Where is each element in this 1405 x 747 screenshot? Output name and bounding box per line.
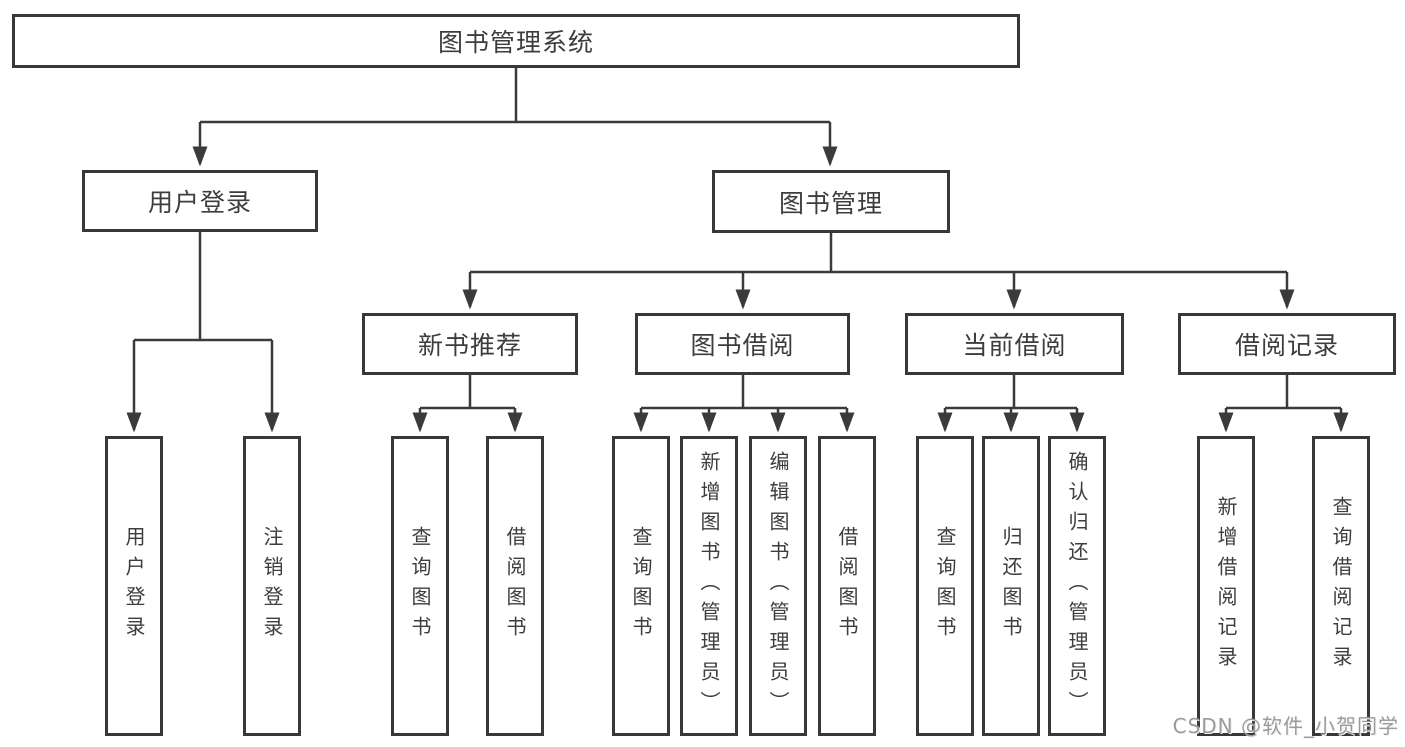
node-borrowing-records: 借阅记录 bbox=[1178, 313, 1396, 375]
leaf-label: 查询借阅记录 bbox=[1329, 496, 1353, 676]
node-book-borrowing: 图书借阅 bbox=[635, 313, 850, 375]
leaf-query-books-current: 查询图书 bbox=[916, 436, 974, 736]
leaf-label: 新增借阅记录 bbox=[1214, 496, 1238, 676]
node-label: 图书借阅 bbox=[690, 331, 795, 360]
leaf-label: 借阅图书 bbox=[503, 526, 527, 646]
leaf-user-login: 用户登录 bbox=[105, 436, 163, 736]
leaf-confirm-return-admin: 确认归还（管理员） bbox=[1048, 436, 1106, 736]
leaf-label: 用户登录 bbox=[122, 526, 146, 646]
node-library-system: 图书管理系统 bbox=[12, 14, 1020, 68]
leaf-add-borrow-record: 新增借阅记录 bbox=[1197, 436, 1255, 736]
node-label: 图书管理系统 bbox=[437, 28, 594, 57]
leaf-logout: 注销登录 bbox=[243, 436, 301, 736]
node-label: 当前借阅 bbox=[962, 331, 1067, 360]
leaf-add-book-admin: 新增图书（管理员） bbox=[680, 436, 738, 736]
node-book-management: 图书管理 bbox=[712, 170, 950, 233]
leaf-label: 查询图书 bbox=[408, 526, 432, 646]
leaf-edit-book-admin: 编辑图书（管理员） bbox=[749, 436, 807, 736]
leaf-borrow-books: 借阅图书 bbox=[818, 436, 876, 736]
leaf-label: 新增图书（管理员） bbox=[697, 451, 721, 721]
node-label: 图书管理 bbox=[778, 188, 883, 218]
leaf-label: 查询图书 bbox=[933, 526, 957, 646]
leaf-label: 注销登录 bbox=[260, 526, 284, 646]
leaf-return-books: 归还图书 bbox=[982, 436, 1040, 736]
leaf-query-books-borrow: 查询图书 bbox=[612, 436, 670, 736]
leaf-label: 编辑图书（管理员） bbox=[766, 451, 790, 721]
leaf-query-borrow-record: 查询借阅记录 bbox=[1312, 436, 1370, 736]
leaf-borrow-books-rec: 借阅图书 bbox=[486, 436, 544, 736]
node-current-borrowing: 当前借阅 bbox=[905, 313, 1124, 375]
watermark: CSDN @软件_小贺同学 bbox=[1172, 714, 1399, 738]
leaf-query-books-rec: 查询图书 bbox=[391, 436, 449, 736]
leaf-label: 查询图书 bbox=[629, 526, 653, 646]
node-label: 用户登录 bbox=[147, 188, 252, 217]
node-user-login: 用户登录 bbox=[82, 170, 318, 232]
leaf-label: 借阅图书 bbox=[835, 526, 859, 646]
leaf-label: 确认归还（管理员） bbox=[1065, 451, 1089, 721]
leaf-label: 归还图书 bbox=[999, 526, 1023, 646]
node-label: 新书推荐 bbox=[417, 331, 522, 360]
node-new-book-recommend: 新书推荐 bbox=[362, 313, 578, 375]
node-label: 借阅记录 bbox=[1234, 331, 1339, 360]
